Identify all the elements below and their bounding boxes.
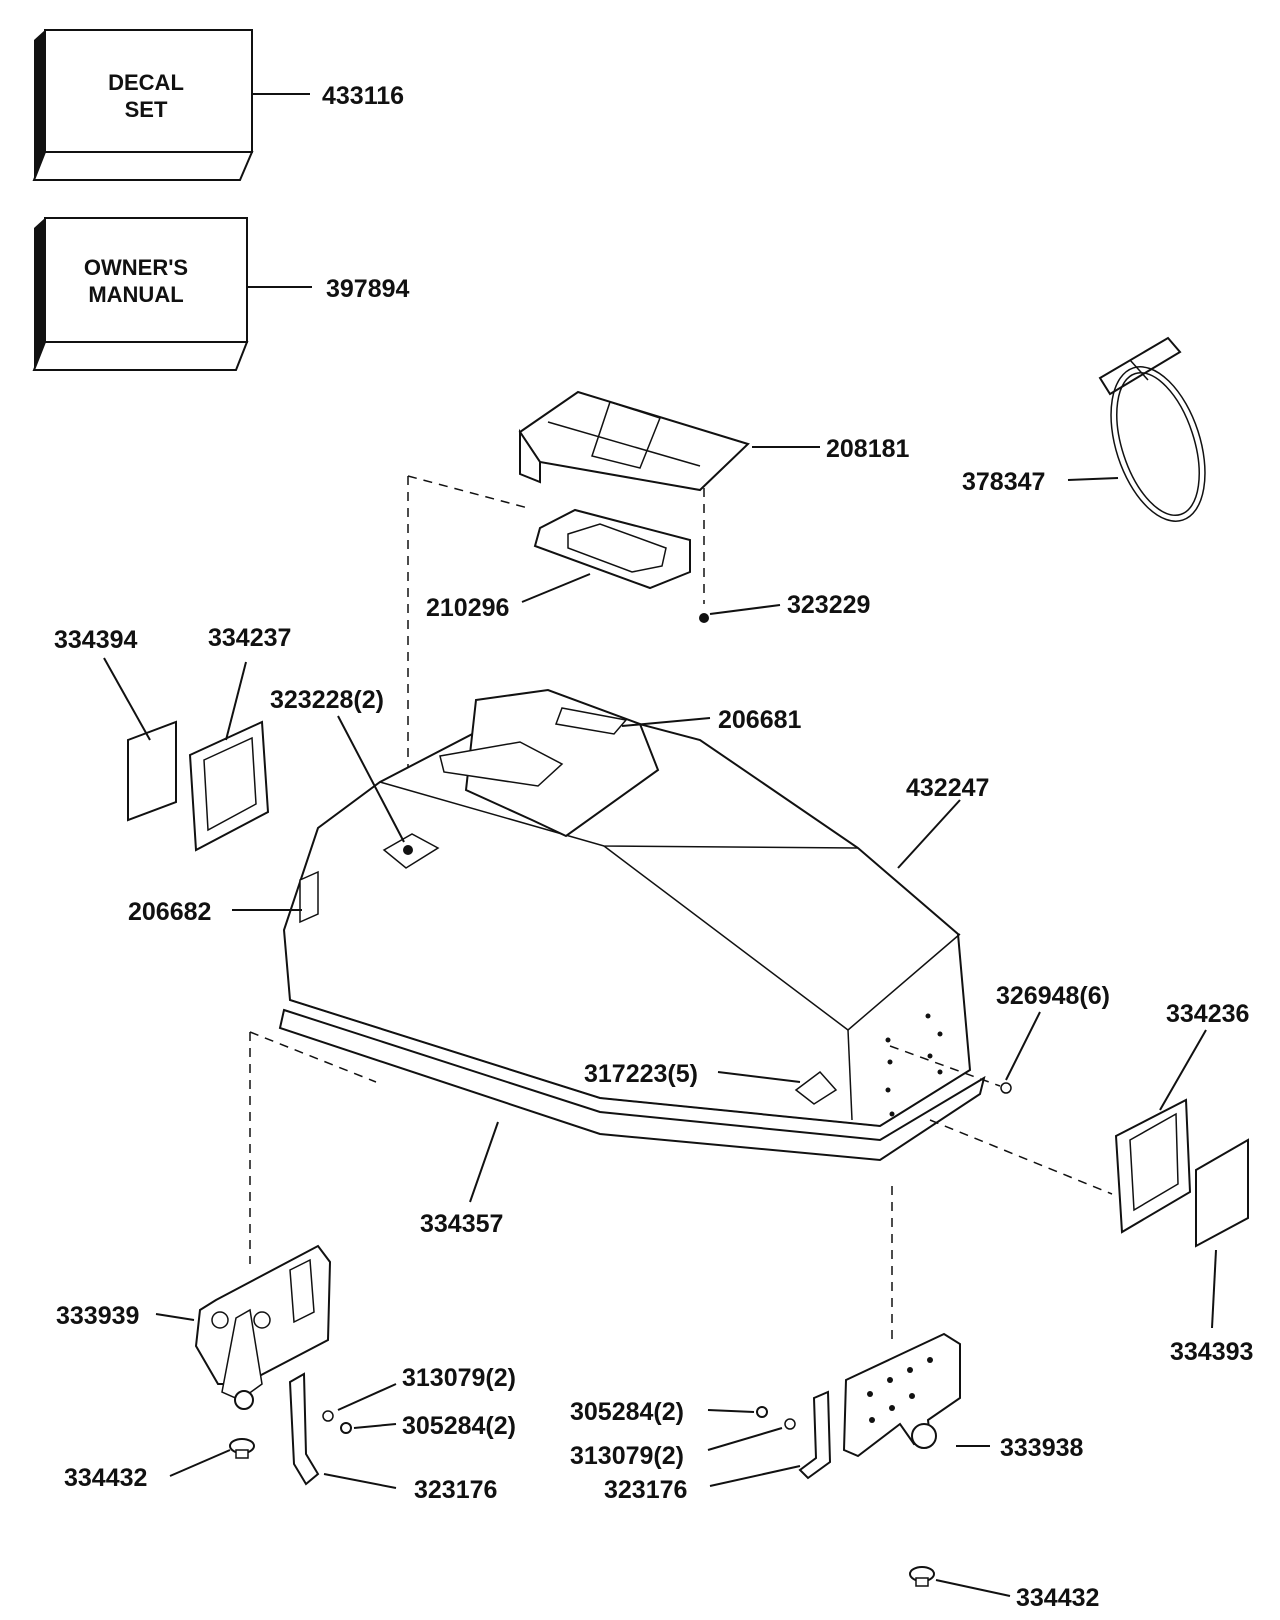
bracket-333939: 333939 [56,1031,377,1410]
bracket-323176-left: 323176 [288,1372,497,1504]
trim-ring-part: 210296 [426,508,691,622]
part-number-333939: 333939 [56,1302,139,1330]
bracket-333938: 333938 [842,1186,1084,1462]
callout-334357: 334357 [420,1121,503,1238]
decal-set-box: DECAL SET 433116 [32,29,404,181]
part-number-208181: 208181 [826,435,910,463]
engine-cowl-part: 432247 [278,688,989,1162]
owners-manual-box: OWNER'S MANUAL 397894 [32,217,410,371]
part-number-334394: 334394 [54,626,138,654]
callout-206681: 206681 [621,706,802,734]
part-number-334432-right: 334432 [1016,1584,1099,1612]
grommet-334432-left: 334432 [64,1438,255,1492]
part-number-334393: 334393 [1170,1338,1253,1366]
part-number-323228: 323228(2) [270,686,384,714]
decal-set-text-1: DECAL [108,70,184,95]
part-number-334432-left: 334432 [64,1464,147,1492]
screw-305284-left: 305284(2) [340,1412,516,1440]
part-number-323176-left: 323176 [414,1476,497,1504]
part-number-397894: 397894 [326,275,410,303]
part-number-334357: 334357 [420,1210,503,1238]
part-number-305284-left: 305284(2) [402,1412,516,1440]
part-number-334237: 334237 [208,624,291,652]
decal-334393: 334393 [1170,1138,1253,1366]
owners-manual-text-1: OWNER'S [84,255,188,280]
gasket-334236: 334236 [929,1000,1249,1234]
decal-334394: 334394 [54,626,177,822]
gasket-334237: 334237 [188,624,291,852]
part-number-378347: 378347 [962,468,1045,496]
part-number-433116: 433116 [322,82,404,110]
part-number-326948: 326948(6) [996,982,1110,1010]
owners-manual-text-2: MANUAL [88,282,183,307]
part-number-210296: 210296 [426,594,509,622]
part-number-206682: 206682 [128,898,211,926]
bracket-holes [867,1357,933,1423]
part-number-313079-right: 313079(2) [570,1442,684,1470]
grommet-334432-right: 334432 [909,1566,1099,1612]
part-number-313079-left: 313079(2) [402,1364,516,1392]
screw-323229: 323229 [699,488,870,623]
starter-rope-part: 378347 [962,336,1206,522]
bracket-323176-right: 323176 [604,1390,832,1504]
decal-set-text-2: SET [125,97,168,122]
screw-305284-right: 305284(2) [570,1398,768,1426]
washer-313079-right: 313079(2) [570,1418,796,1470]
part-number-323229: 323229 [787,591,870,619]
part-number-206681: 206681 [718,706,802,734]
part-number-333938: 333938 [1000,1434,1084,1462]
part-number-334236: 334236 [1166,1000,1249,1028]
callout-317223: 317223(5) [584,1060,801,1088]
washer-313079-left: 313079(2) [322,1364,516,1422]
callout-326948: 326948(6) [889,982,1110,1094]
cowl-holes [885,1013,943,1117]
part-number-432247: 432247 [906,774,989,802]
callout-323228: 323228(2) [270,686,405,843]
part-number-305284-right: 305284(2) [570,1398,684,1426]
callout-206682: 206682 [128,898,302,926]
top-cover-part: 208181 [518,390,910,492]
part-number-317223: 317223(5) [584,1060,698,1088]
part-number-323176-right: 323176 [604,1476,687,1504]
